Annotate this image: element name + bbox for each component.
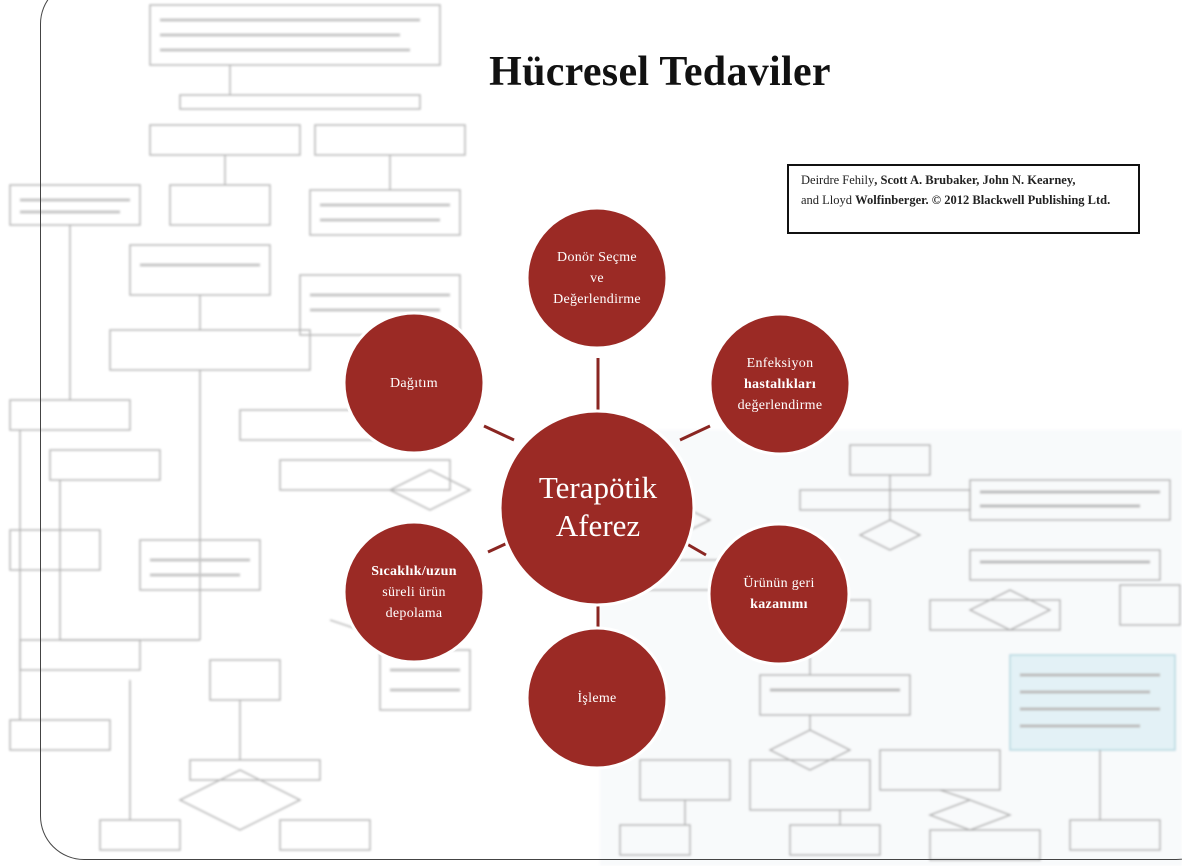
- slide-frame: [40, 0, 1182, 860]
- node-enfeksiyon-line: değerlendirme: [737, 397, 823, 413]
- center-line-2: Aferez: [555, 508, 641, 543]
- reference-authors-rest: , Scott A. Brubaker, John N. Kearney,: [874, 173, 1076, 187]
- node-enfeksiyon-line: hastalıkları: [743, 376, 817, 392]
- background-flowchart-right: [600, 430, 1182, 866]
- node-depolama-circle: [342, 520, 486, 664]
- reference-author-first: Deirdre Fehily: [801, 173, 875, 187]
- node-isleme: İşleme: [527, 628, 667, 768]
- connector-dagitim: [483, 424, 515, 442]
- node-donor-line: Donör Seçme: [557, 249, 637, 265]
- node-donor-circle: [525, 206, 669, 350]
- node-urun-line: Ürünün geri: [743, 576, 815, 591]
- center-node-circle: [498, 409, 696, 607]
- node-enfeksiyon: Enfeksiyon hastalıkları değerlendirme: [710, 314, 850, 454]
- node-dagitim-circle: [342, 311, 486, 455]
- node-isleme-circle: [525, 626, 669, 770]
- reference-box: Deirdre Fehily, Scott A. Brubaker, John …: [787, 164, 1140, 234]
- slide-title: Hücresel Tedaviler: [489, 49, 831, 95]
- center-line-1: Terapötik: [538, 470, 658, 505]
- node-donor-line: ve: [590, 270, 604, 286]
- node-donor-line: Değerlendirme: [553, 291, 641, 307]
- connector-enfeksiyon: [679, 424, 711, 442]
- node-enfeksiyon-line: Enfeksiyon: [746, 355, 814, 371]
- center-node-label: Terapötik Aferez: [500, 432, 696, 582]
- node-depolama: Sıcaklık/uzun süreli ürün depolama: [344, 522, 484, 662]
- node-isleme-line: İşleme: [577, 690, 617, 706]
- node-urun: Ürünün geri kazanımı: [709, 524, 849, 664]
- node-depolama-line: süreli ürün: [382, 584, 446, 600]
- node-dagitim-line: Dağıtım: [390, 375, 438, 391]
- node-depolama-line: depolama: [385, 605, 443, 621]
- node-depolama-line: Sıcaklık/uzun: [371, 563, 457, 579]
- node-dagitim: Dağıtım: [344, 313, 484, 453]
- reference-and: and Lloyd: [801, 193, 856, 207]
- node-urun-circle: [707, 522, 851, 666]
- node-urun-line: kazanımı: [750, 597, 808, 612]
- reference-author-last: Wolfinberger. © 2012 Blackwell Publishin…: [855, 193, 1111, 207]
- node-enfeksiyon-circle: [708, 312, 852, 456]
